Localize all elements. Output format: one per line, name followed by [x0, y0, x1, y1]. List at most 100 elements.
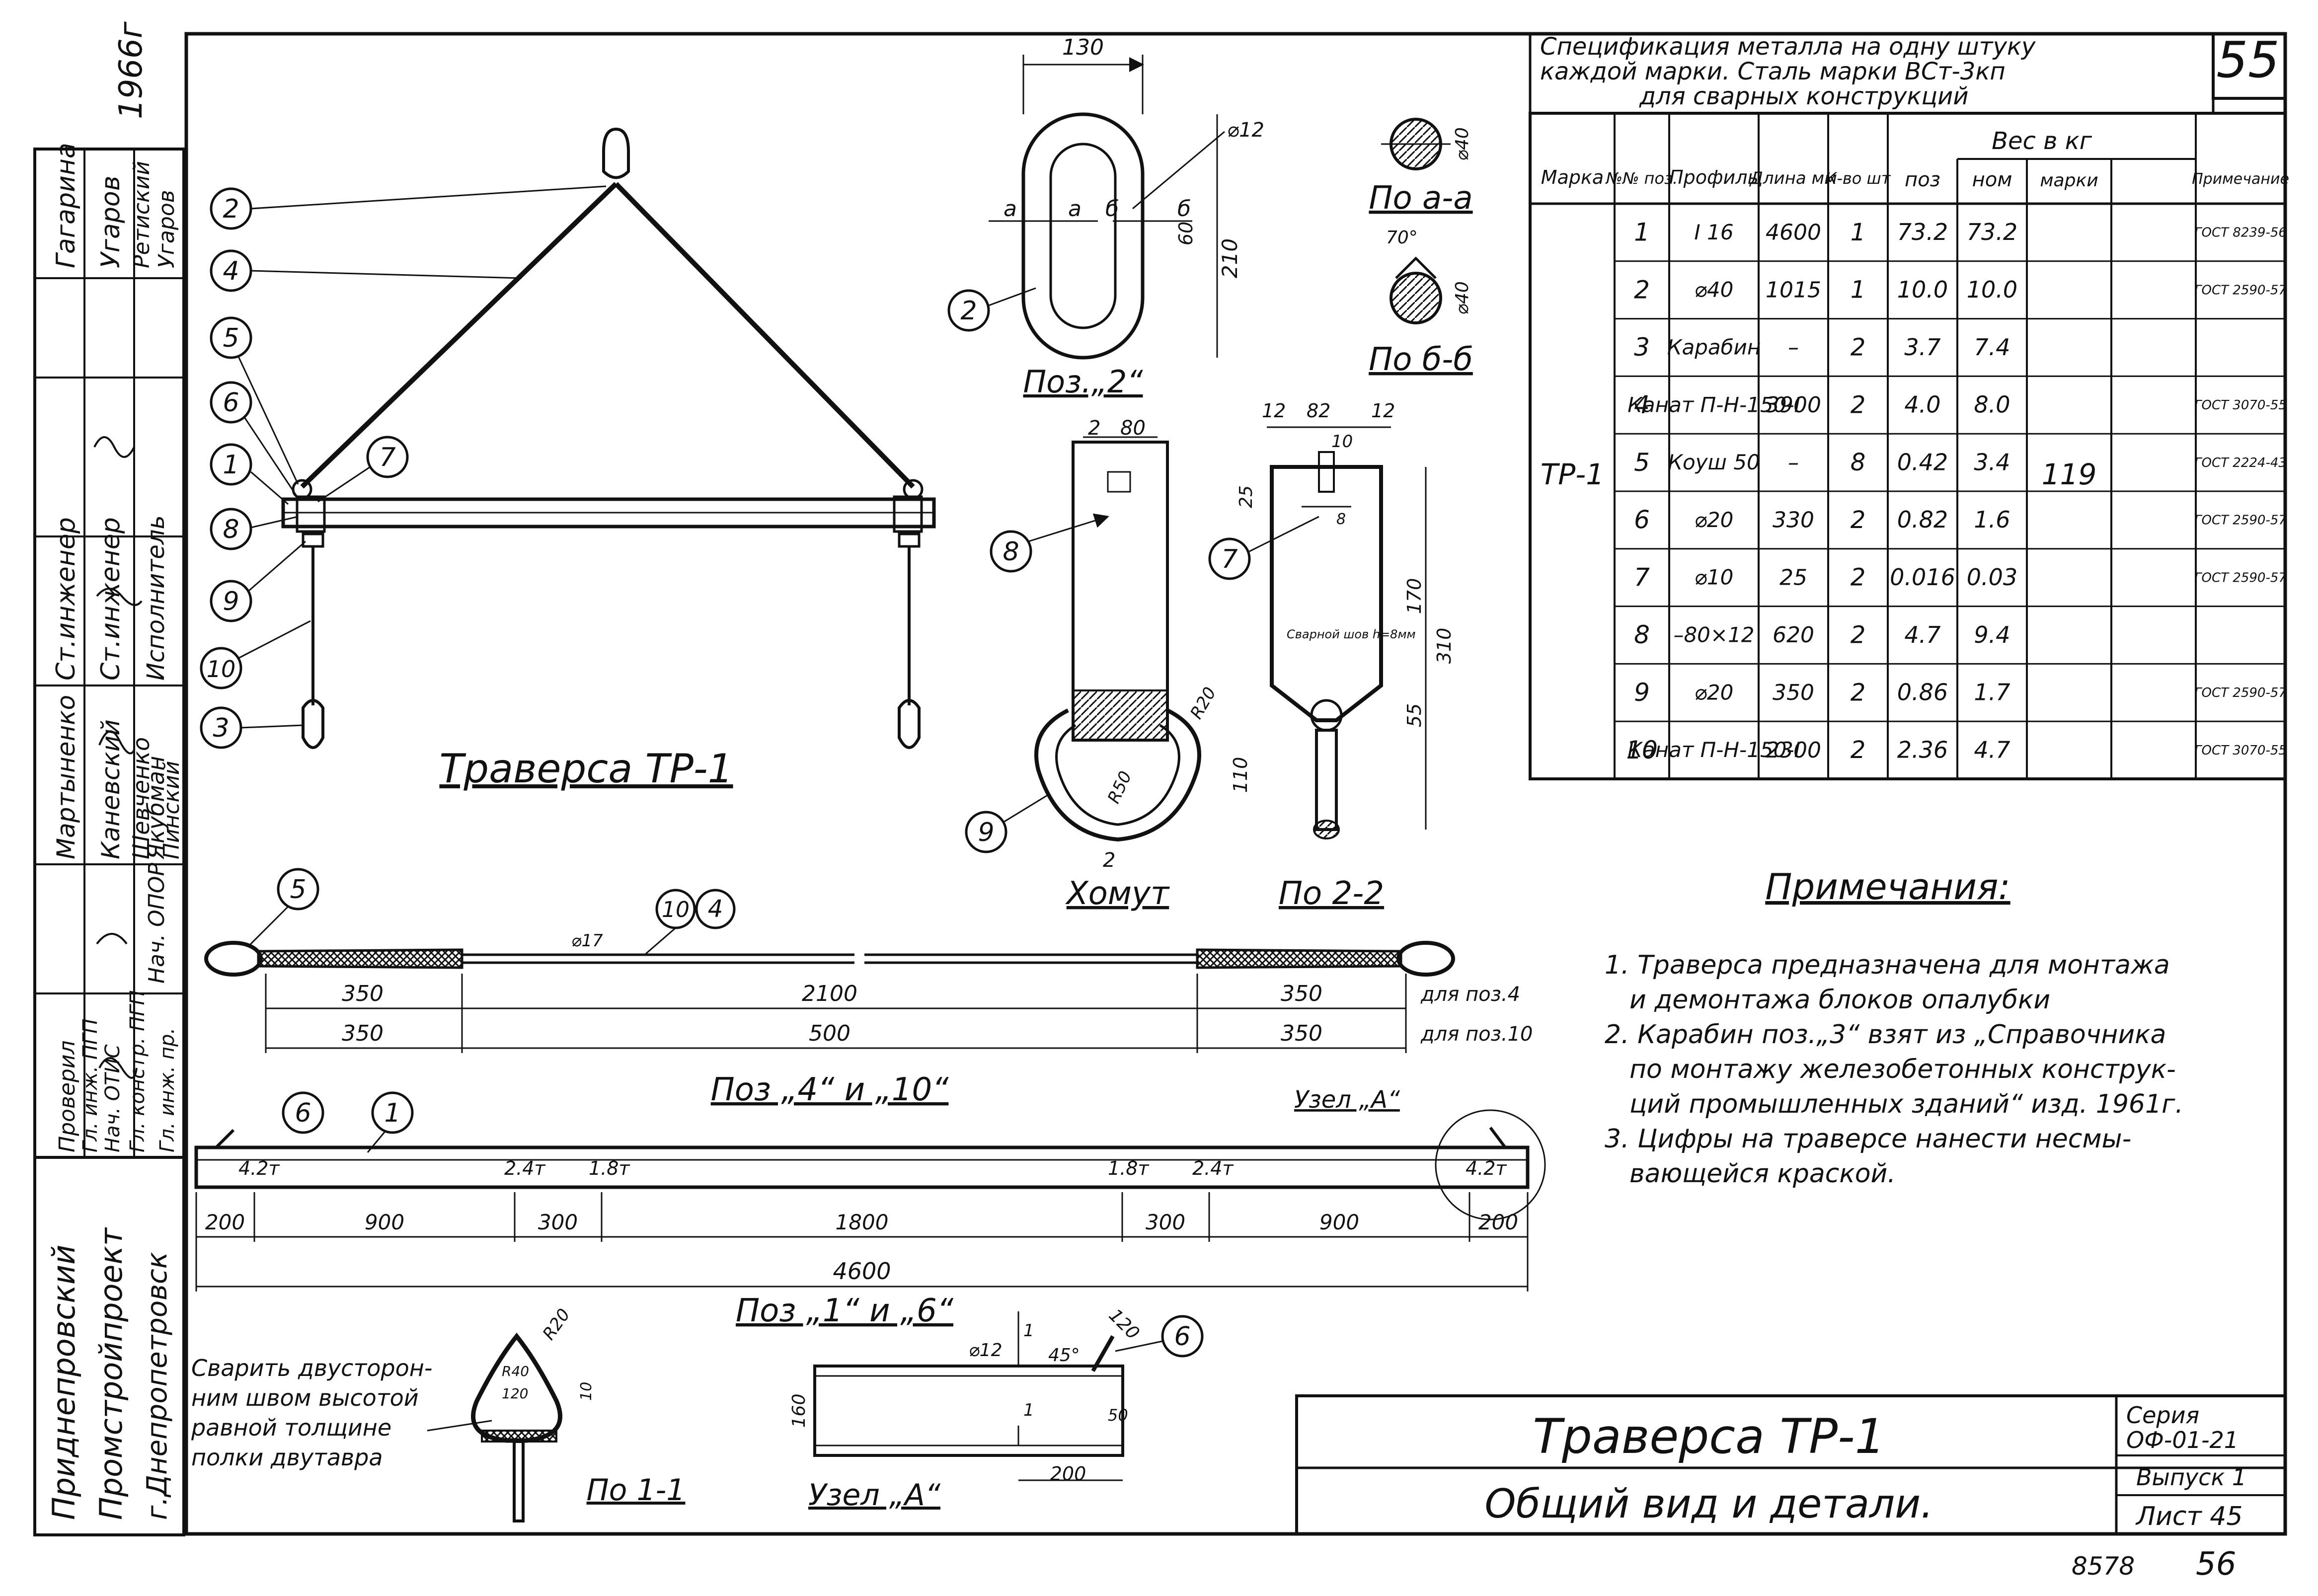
stamp-name-3: Ретиский — [129, 161, 155, 268]
section-aa-dim: ⌀40 — [1452, 127, 1472, 160]
section-bb: 70° ⌀40 По б-б — [1369, 228, 1473, 378]
carabiner-left — [302, 699, 324, 749]
year-mark: 1966г — [113, 21, 150, 119]
spec-cell: ГОСТ 8239-56 — [2194, 226, 2287, 240]
beam-mark-1: 4.2т — [238, 1157, 280, 1179]
s11-loop — [471, 1332, 562, 1443]
rope-view: 5 10 4 ⌀17 350 2100 350 350 500 350 для … — [204, 868, 1533, 1108]
spec-header-weight: Вес в кг — [1992, 127, 2092, 155]
note-line-2: и демонтажа блоков опалубки — [1629, 985, 2050, 1015]
spec-cell: ⌀20 — [1695, 508, 1734, 532]
clamp-dim-80: 80 — [1120, 417, 1146, 440]
beam-dim-6: 900 — [1319, 1210, 1359, 1234]
spec-cell: ГОСТ 2590-57 — [2194, 685, 2287, 700]
rope-dim-bot-2: 500 — [809, 1021, 850, 1046]
beam-dim-3: 300 — [538, 1210, 578, 1234]
s22-title: По 2-2 — [1279, 875, 1384, 912]
spec-cell: ГОСТ 3070-55 — [2194, 398, 2287, 413]
spec-mark-total: 119 — [2042, 457, 2097, 491]
stamp-org-3: г.Днепропетровск — [141, 1252, 173, 1520]
node-a-callout: 6 — [1174, 1322, 1190, 1352]
rope-dim-top-1: 350 — [342, 981, 384, 1006]
spec-cell: 2.36 — [1897, 736, 1948, 763]
note-line-7: вающейся краской. — [1629, 1159, 1896, 1189]
spec-cell: 7.4 — [1974, 334, 2010, 361]
spec-cell: –80×12 — [1673, 623, 1754, 647]
s11-r20: R20 — [539, 1305, 574, 1344]
spec-cell: 330 — [1773, 508, 1814, 533]
spec-cell: 2 — [1851, 564, 1866, 592]
spec-header-pos: №№ поз. — [1605, 169, 1678, 188]
stamp-name-2: Угаров — [96, 176, 126, 268]
stamp-org-2: Промстройпроект — [93, 1227, 129, 1520]
section-11: Сварить двусторон- ним швом высотой равн… — [191, 1305, 685, 1522]
title-block: Траверса ТР-1 Общий вид и детали. Серия … — [1295, 1394, 2287, 1583]
callout-3: 3 — [213, 713, 229, 743]
spec-cell: ГОСТ 2590-57 — [2194, 570, 2287, 585]
rope-label-pos4: для поз.4 — [1420, 983, 1520, 1006]
s22-weld-note: Сварной шов h=8мм — [1287, 627, 1416, 641]
spec-cell: 10 — [1626, 736, 1658, 764]
spec-header-w-nom: ном — [1972, 168, 2012, 191]
left-stamp: 1966г Ст.инженер Ст.инженер Исполнитель … — [33, 21, 185, 1536]
clamp-r50: R50 — [1104, 768, 1136, 807]
notes: Примечания: 1. Траверса предназначена дл… — [1605, 866, 2183, 1189]
stamp-role-2: Ст.инженер — [96, 517, 126, 681]
callout-9: 9 — [223, 587, 239, 616]
spec-cell: 0.86 — [1897, 679, 1948, 706]
s22-callout: 7 — [1221, 544, 1237, 574]
beam-dim-total: 4600 — [833, 1258, 891, 1285]
s22-dim-8: 8 — [1336, 511, 1346, 528]
section-aa-title: По а-а — [1369, 180, 1472, 217]
spec-cell: 8 — [1851, 449, 1866, 476]
section-bb-dim: ⌀40 — [1452, 281, 1472, 314]
spec-cell: 73.2 — [1967, 219, 2017, 245]
rope-title: Поз „4“ и „10“ — [711, 1071, 949, 1108]
rope-dim-bot-1: 350 — [342, 1021, 384, 1046]
spec-mark: ТР-1 — [1541, 457, 1604, 491]
rope-callout-5: 5 — [290, 875, 306, 905]
sheet-number: 55 — [2216, 31, 2279, 89]
spec-cell: 2 — [1851, 736, 1866, 764]
beam-dim-4: 1800 — [836, 1210, 889, 1234]
signature-marks — [93, 436, 143, 1079]
title-series-code: ОФ-01-21 — [2126, 1427, 2239, 1453]
outer-frame — [184, 32, 2287, 1536]
s22-dim-55: 55 — [1403, 703, 1425, 727]
spec-cell: 2300 — [1766, 738, 1821, 763]
node-a-1b: 1 — [1023, 1400, 1034, 1420]
spec-cell: 7 — [1634, 563, 1650, 592]
clamp-view: 2 80 R50 R20 8 9 2 Хомут — [965, 417, 1220, 912]
notes-title: Примечания: — [1765, 866, 2010, 908]
pos2-dim-d12: ⌀12 — [1227, 119, 1264, 142]
spec-cell: 9 — [1634, 678, 1650, 707]
spec-cell: 4 — [1634, 390, 1650, 419]
stamp-role-8: Нач. ОТИС — [101, 1045, 124, 1152]
pos2-label-a1: а — [1004, 196, 1017, 222]
beam-view: Узел „А“ 6 1 4.2т 2.4т 1.8т 1.8т 2.4т 4.… — [194, 1086, 1546, 1329]
s22-body — [1270, 465, 1383, 722]
spec-cell: ⌀20 — [1695, 680, 1734, 704]
s22-dim-12b: 12 — [1371, 400, 1395, 422]
s22-dim-110: 110 — [1230, 757, 1251, 793]
spec-cell: 1 — [1634, 218, 1650, 247]
pos2-view: 130 ⌀12 а а б б 210 60 2 Поз.„2“ — [947, 35, 1264, 400]
spec-cell: Канат П-Н-150-I — [1627, 738, 1800, 762]
beam-dim-7: 200 — [1478, 1210, 1518, 1234]
s22-dim-25: 25 — [1236, 485, 1256, 508]
beam-dim-5: 300 — [1146, 1210, 1185, 1234]
callout-5: 5 — [223, 323, 239, 353]
spec-cell: 0.03 — [1967, 564, 2017, 591]
spec-cell: – — [1788, 450, 1799, 475]
beam-mark-2: 2.4т — [504, 1157, 546, 1179]
spec-cell: ⌀40 — [1695, 278, 1734, 302]
beam-mark-3: 1.8т — [589, 1157, 630, 1179]
pos2-label-b1: б — [1105, 196, 1119, 222]
beam-callout-1: 1 — [384, 1098, 400, 1128]
rope-dim-top-2: 2100 — [802, 981, 857, 1006]
s11-r40: R40 — [502, 1363, 529, 1379]
spec-header-note: Примечание — [2192, 170, 2289, 188]
spec-cell: ГОСТ 2224-43 — [2194, 456, 2287, 470]
pos2-dim-210: 210 — [1218, 238, 1242, 278]
stamp-name-5: Мартыненко — [52, 695, 80, 859]
